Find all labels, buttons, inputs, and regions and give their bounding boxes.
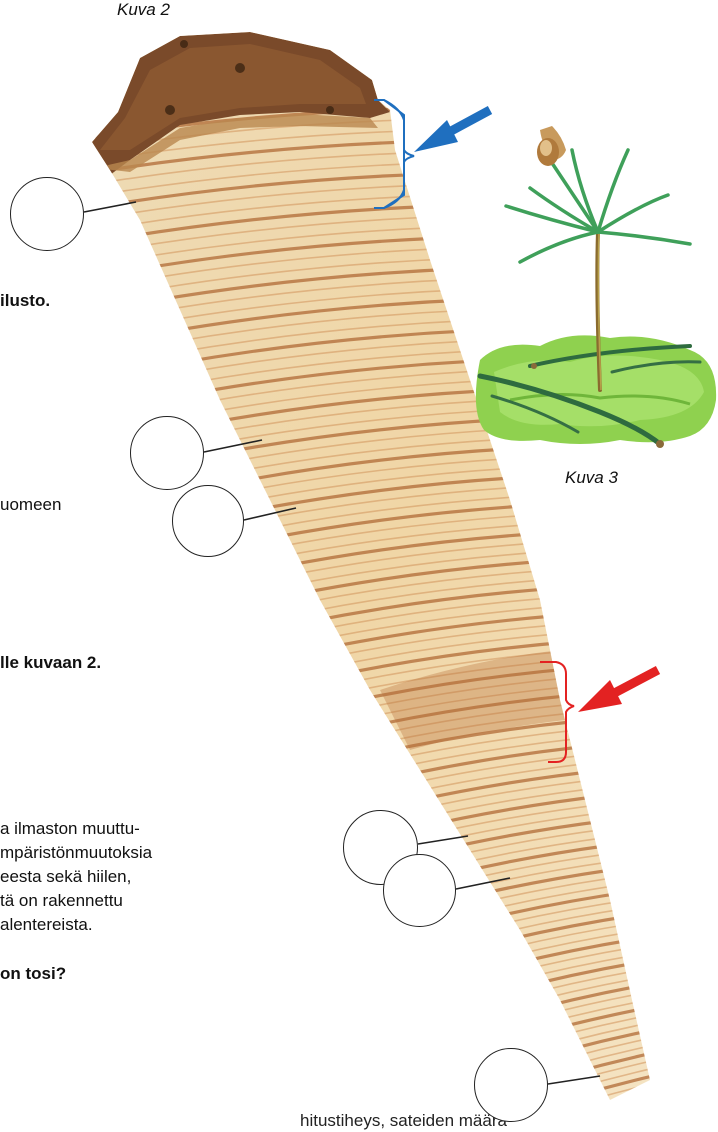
answer-circle-6[interactable] [474, 1048, 548, 1122]
question-heading-fragment-2: lle kuvaan 2. [0, 652, 101, 674]
pine-seedling-illustration [476, 126, 716, 448]
paragraph-line-4: tä on rakennettu [0, 890, 123, 912]
question-heading-fragment-3: on tosi? [0, 963, 66, 985]
figure-3-caption: Kuva 3 [565, 468, 618, 488]
answer-circle-5[interactable] [383, 854, 456, 927]
paragraph-line-2: mpäristönmuutoksia [0, 842, 152, 864]
question-heading-fragment-1: ilusto. [0, 290, 50, 312]
answer-circle-3[interactable] [172, 485, 244, 557]
bottom-cut-text: hitustiheys, sateiden määrä [300, 1110, 507, 1132]
figure-2-caption: Kuva 2 [117, 0, 170, 20]
text-fragment-suomeen: uomeen [0, 494, 61, 516]
answer-circle-1[interactable] [10, 177, 84, 251]
paragraph-line-5: alentereista. [0, 914, 93, 936]
answer-circle-2[interactable] [130, 416, 204, 490]
paragraph-line-1: a ilmaston muuttu- [0, 818, 140, 840]
blue-arrow-icon [414, 110, 490, 152]
red-arrow-icon [578, 670, 658, 712]
paragraph-line-3: eesta sekä hiilen, [0, 866, 131, 888]
